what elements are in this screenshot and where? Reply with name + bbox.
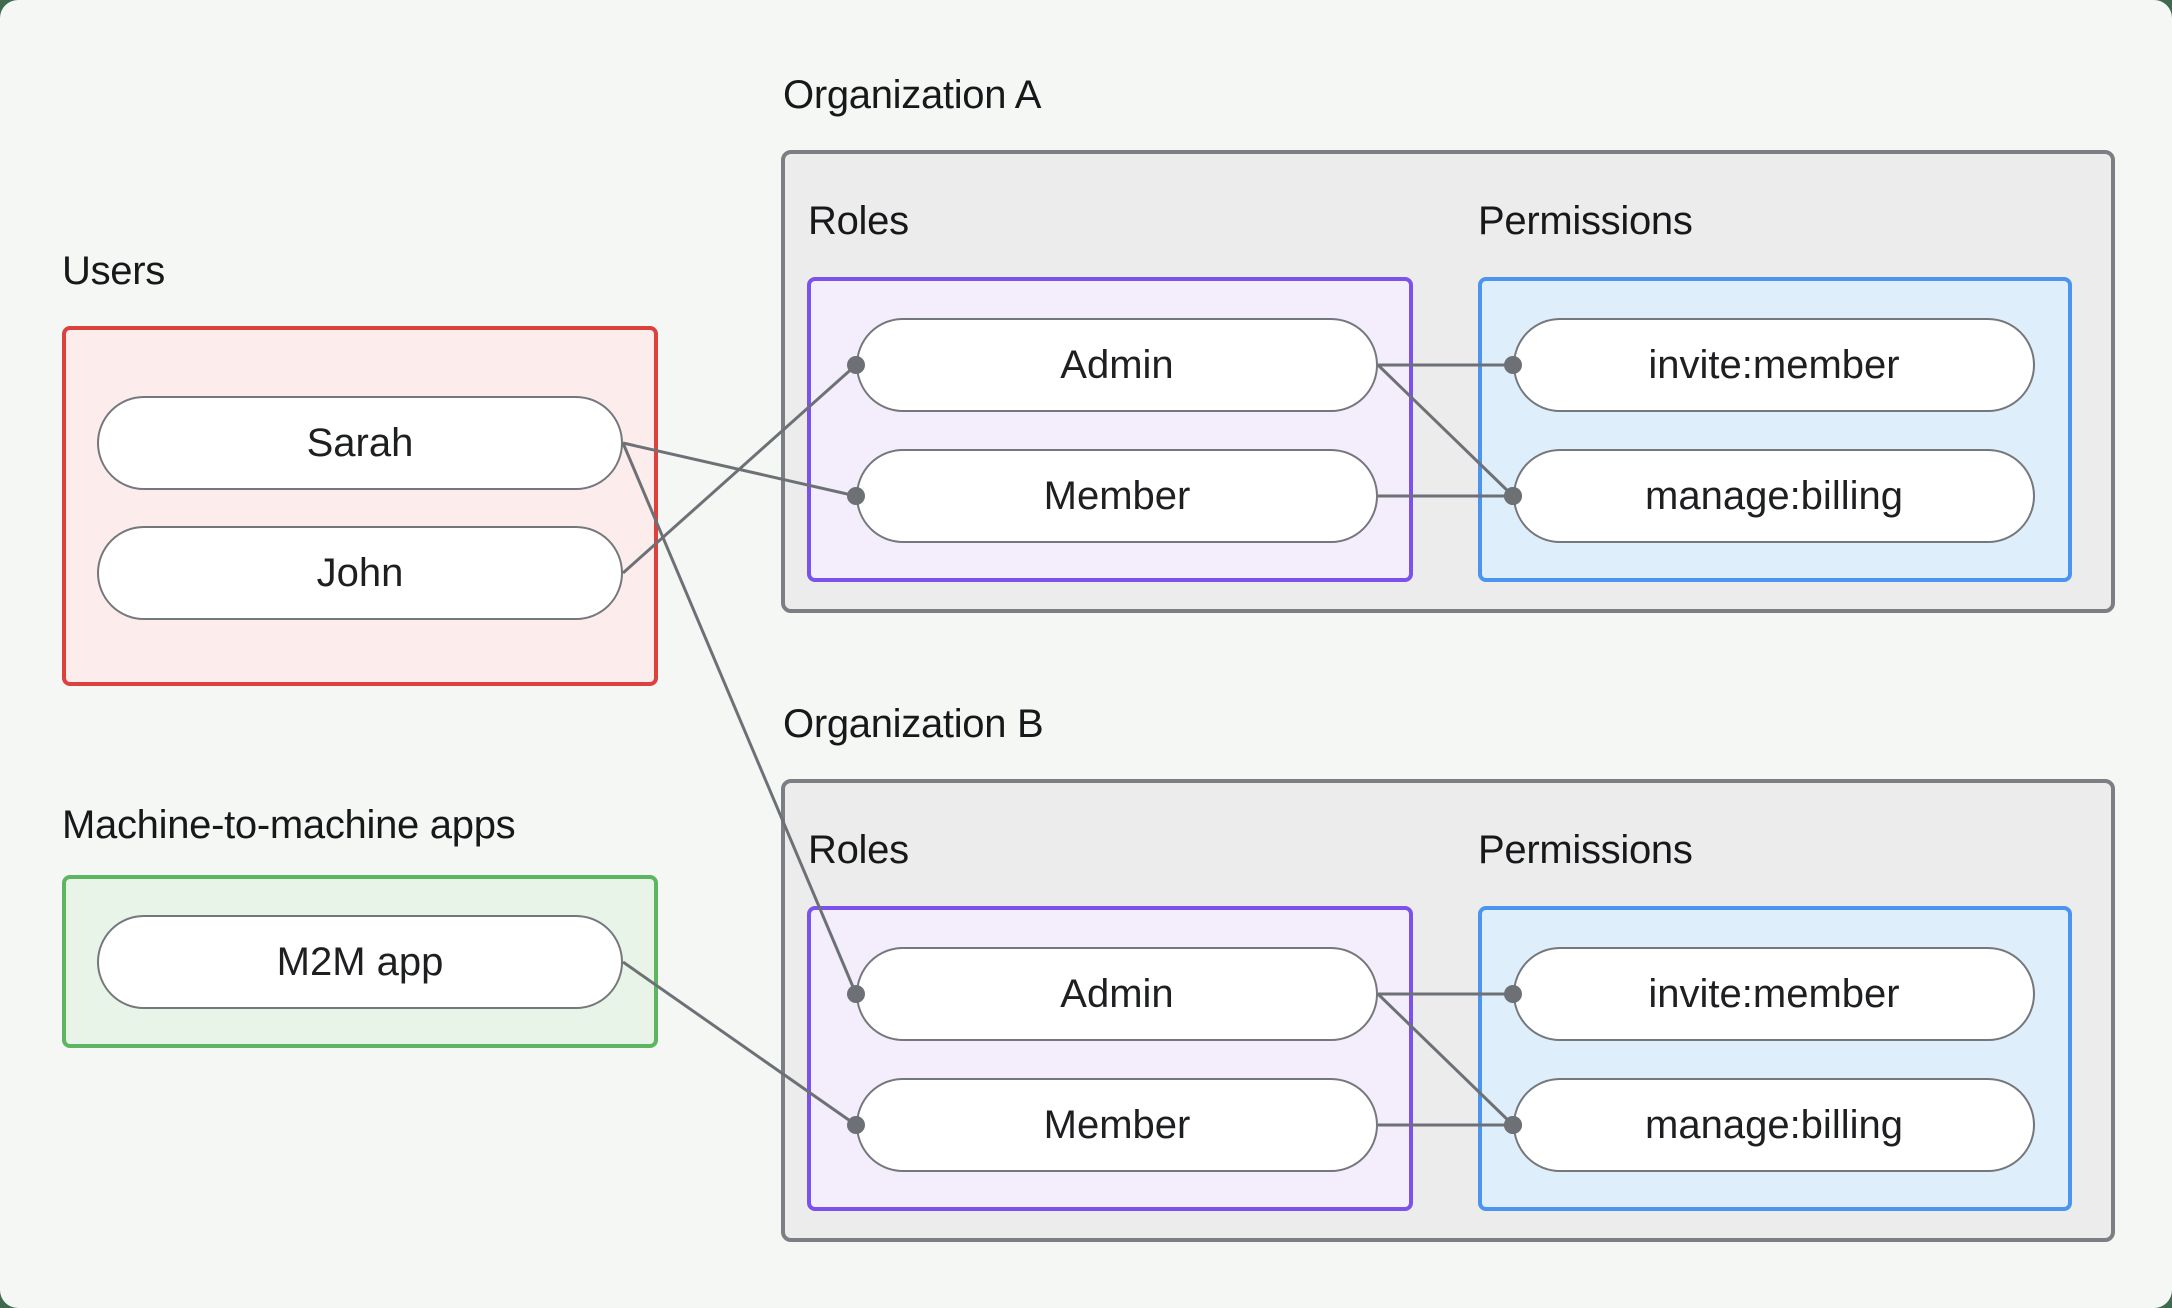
org-a-role-admin: Admin [856, 318, 1378, 412]
org-b-role-admin-label: Admin [1060, 971, 1174, 1016]
org-b-permissions-title: Permissions [1478, 828, 1693, 872]
org-b-permission-manage-billing: manage:billing [1513, 1078, 2035, 1172]
org-b-permission-invite-member-label: invite:member [1648, 971, 1900, 1016]
org-b-title: Organization B [783, 702, 1044, 746]
user-node-john-label: John [316, 550, 404, 595]
m2m-app-node: M2M app [97, 915, 623, 1009]
org-a-role-member-label: Member [1043, 473, 1191, 518]
users-group-box [62, 326, 658, 686]
org-a-permissions-title: Permissions [1478, 199, 1693, 243]
org-a-role-admin-label: Admin [1060, 342, 1174, 387]
org-b-role-admin: Admin [856, 947, 1378, 1041]
org-a-role-member: Member [856, 449, 1378, 543]
org-a-permission-manage-billing: manage:billing [1513, 449, 2035, 543]
org-b-role-member: Member [856, 1078, 1378, 1172]
user-node-john: John [97, 526, 623, 620]
m2m-app-node-label: M2M app [276, 939, 444, 984]
user-node-sarah-label: Sarah [306, 420, 414, 465]
org-a-permission-invite-member: invite:member [1513, 318, 2035, 412]
org-a-roles-title: Roles [808, 199, 909, 243]
org-b-permission-manage-billing-label: manage:billing [1645, 1102, 1903, 1147]
m2m-group-title: Machine-to-machine apps [62, 803, 516, 847]
org-b-roles-title: Roles [808, 828, 909, 872]
org-a-title: Organization A [783, 73, 1042, 117]
org-b-role-member-label: Member [1043, 1102, 1191, 1147]
users-group-title: Users [62, 249, 165, 293]
org-a-permission-manage-billing-label: manage:billing [1645, 473, 1903, 518]
org-b-permission-invite-member: invite:member [1513, 947, 2035, 1041]
user-node-sarah: Sarah [97, 396, 623, 490]
org-a-permission-invite-member-label: invite:member [1648, 342, 1900, 387]
